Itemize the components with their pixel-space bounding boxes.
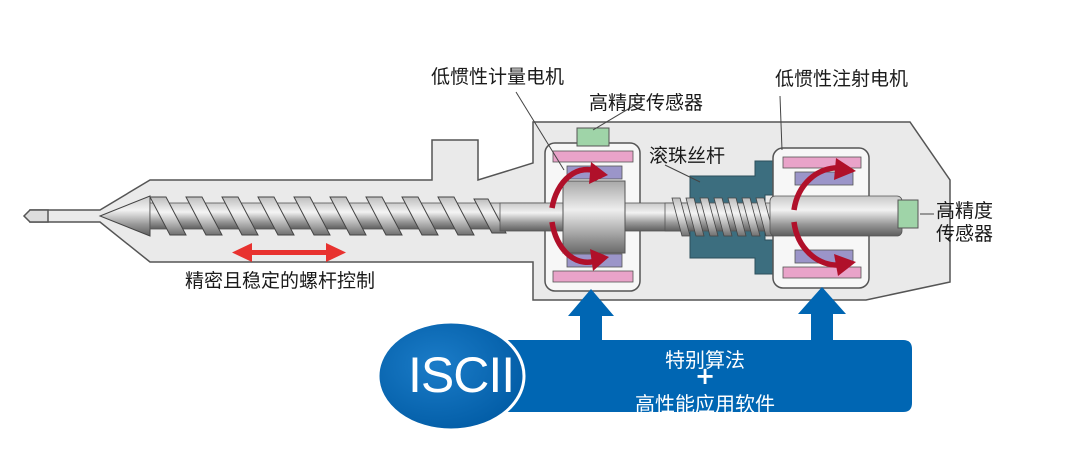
metering-magnet-bottom bbox=[552, 270, 634, 283]
metering-magnet-top bbox=[552, 150, 634, 163]
sensor-right-block bbox=[897, 199, 919, 229]
label-ball-screw: 滚珠丝杆 bbox=[649, 145, 726, 167]
banner-plus: + bbox=[694, 362, 716, 390]
isc-logo-text: ISCII bbox=[408, 347, 515, 403]
metering-arrowhead-bottom bbox=[590, 249, 609, 271]
metering-rotor-hub bbox=[562, 180, 626, 254]
sensor-top-block bbox=[576, 127, 610, 147]
label-metering-motor: 低惯性计量电机 bbox=[431, 66, 565, 88]
nozzle-tip bbox=[22, 209, 49, 223]
screw-travel-arrow bbox=[232, 243, 346, 262]
injection-magnet-bottom bbox=[782, 266, 862, 279]
injection-magnet-top bbox=[782, 156, 862, 169]
control-banner bbox=[470, 340, 912, 412]
label-high-precision-sensor-right-1: 高精度 bbox=[936, 200, 994, 222]
metering-arrowhead-top bbox=[589, 162, 608, 184]
label-injection-motor: 低惯性注射电机 bbox=[775, 68, 909, 90]
banner-line-2: 高性能应用软件 bbox=[635, 392, 775, 416]
injection-arrowhead-bottom bbox=[834, 254, 856, 276]
screw-flights bbox=[149, 196, 507, 236]
up-arrow-right bbox=[798, 287, 846, 342]
leader-lines bbox=[515, 91, 934, 215]
label-high-precision-sensor-right-2: 传感器 bbox=[936, 223, 994, 245]
injection-arrowhead-top bbox=[834, 158, 856, 180]
label-screw-control: 精密且稳定的螺杆控制 bbox=[185, 270, 376, 292]
isc-logo-ellipse bbox=[376, 320, 526, 432]
injection-shaft bbox=[769, 195, 903, 237]
label-high-precision-sensor-top: 高精度传感器 bbox=[589, 92, 704, 114]
ball-screw-threads bbox=[671, 197, 775, 237]
injection-rotation-arrow bbox=[791, 165, 841, 268]
up-arrow-left bbox=[568, 289, 614, 342]
banner-line-1: 特别算法 bbox=[665, 348, 745, 372]
